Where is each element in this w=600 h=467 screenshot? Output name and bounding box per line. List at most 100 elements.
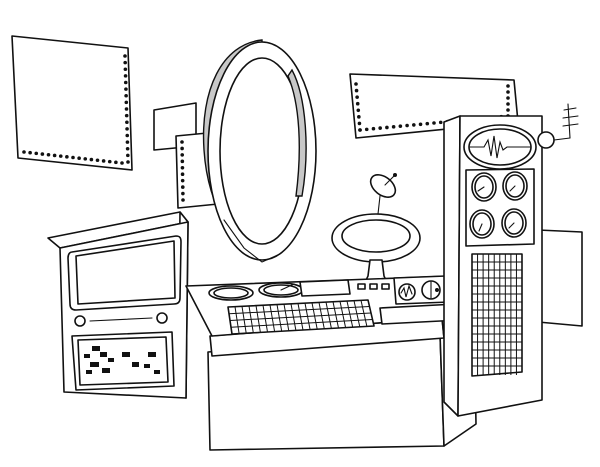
border-dot: [123, 60, 127, 65]
border-dot: [89, 157, 94, 162]
border-dot: [125, 146, 130, 151]
border-dot: [125, 140, 130, 144]
border-dot: [356, 108, 361, 113]
keyboard-col-line: [234, 306, 240, 334]
border-dot: [126, 160, 130, 164]
border-dot: [124, 87, 128, 91]
border-dot: [180, 159, 185, 164]
border-dot: [180, 140, 184, 144]
border-dot: [506, 90, 510, 94]
border-dot: [123, 67, 128, 72]
border-dot: [181, 198, 185, 202]
gauge-dial: [502, 171, 528, 201]
keyboard-col-line: [318, 302, 325, 329]
border-dot: [425, 121, 430, 126]
border-dot: [58, 154, 63, 158]
keyboard-col-line: [332, 301, 339, 329]
border-dot: [125, 120, 129, 125]
border-dot: [71, 155, 75, 160]
border-dot: [506, 102, 510, 106]
border-dot: [357, 121, 362, 126]
border-dot: [124, 100, 129, 105]
monitor-terminal: [47, 211, 189, 399]
border-dot: [180, 146, 184, 151]
porthole-window: [202, 39, 317, 263]
border-dot: [371, 126, 376, 131]
border-dot: [114, 160, 118, 165]
border-dot: [358, 128, 362, 132]
border-dot: [180, 165, 185, 170]
antenna: [537, 103, 579, 149]
border-dot: [34, 151, 39, 156]
border-dot: [418, 122, 423, 127]
keyboard-col-line: [346, 300, 354, 328]
keyboard-col-line: [290, 303, 297, 331]
indicator-lights: [84, 346, 160, 374]
monitor-knob-row: [74, 312, 168, 327]
keyboard-col-line: [276, 304, 283, 332]
border-dot: [28, 150, 32, 155]
border-dot: [123, 80, 128, 85]
border-dot: [385, 125, 389, 130]
border-dot: [506, 84, 510, 88]
control-console: [185, 275, 477, 451]
border-dot: [398, 124, 403, 128]
border-dot: [123, 74, 128, 78]
border-dot: [125, 127, 129, 131]
radar-dish: [369, 173, 397, 215]
keyboard-col-line: [241, 306, 247, 334]
border-dot: [180, 178, 185, 183]
oscilloscope-screen: [463, 124, 537, 170]
keyboard: [228, 300, 373, 334]
border-dot: [391, 125, 396, 129]
border-dot: [355, 95, 359, 99]
border-dot: [181, 191, 185, 196]
gauge-dial: [471, 172, 497, 202]
border-dot: [180, 153, 185, 157]
gauge-dials: [469, 171, 528, 239]
border-dot: [355, 101, 360, 106]
border-dot: [354, 82, 358, 86]
keyboard-col-line: [255, 305, 261, 333]
border-dot: [124, 93, 128, 98]
border-dot: [120, 161, 124, 165]
border-dot: [378, 126, 382, 130]
border-dot: [506, 108, 510, 112]
keyboard-col-line: [262, 305, 268, 333]
keyboard-col-line: [360, 300, 368, 327]
border-dot: [107, 159, 112, 164]
screen-dot-border: [22, 54, 130, 165]
keyboard-col-line: [248, 305, 254, 333]
wall-panel-right: [537, 229, 583, 327]
border-dot: [126, 153, 130, 158]
border-dot: [180, 172, 185, 177]
border-dot: [101, 159, 106, 163]
border-dot: [52, 153, 57, 158]
mainframe-tower: [443, 103, 579, 417]
border-dot: [124, 107, 129, 111]
border-dot: [357, 115, 361, 119]
keyboard-col-line: [283, 304, 290, 331]
border-dot: [83, 157, 88, 161]
border-dot: [46, 152, 51, 157]
keyboard-col-line: [339, 301, 347, 328]
border-dot: [364, 127, 369, 132]
panel-dot-border: [180, 140, 185, 202]
border-dot: [432, 121, 436, 125]
border-dot: [40, 152, 45, 156]
wall-screen-left: [11, 35, 133, 171]
gauge-dial: [469, 209, 495, 239]
border-dot: [123, 54, 127, 58]
border-dot: [77, 156, 81, 160]
keyboard-col-line: [353, 300, 361, 327]
border-dot: [65, 155, 69, 159]
border-dot: [412, 123, 416, 127]
keyboard-col-line: [311, 302, 318, 330]
gauge-dial: [501, 208, 527, 238]
border-dot: [22, 150, 26, 154]
border-dot: [180, 185, 185, 189]
border-dot: [125, 133, 130, 138]
border-dot: [438, 120, 443, 125]
border-dot: [354, 88, 359, 93]
